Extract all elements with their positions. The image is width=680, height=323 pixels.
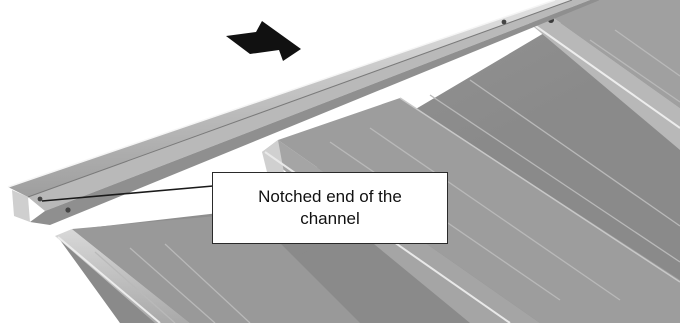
callout-label: Notched end of the channel <box>212 172 448 244</box>
arrow-down-right-icon <box>226 21 301 61</box>
